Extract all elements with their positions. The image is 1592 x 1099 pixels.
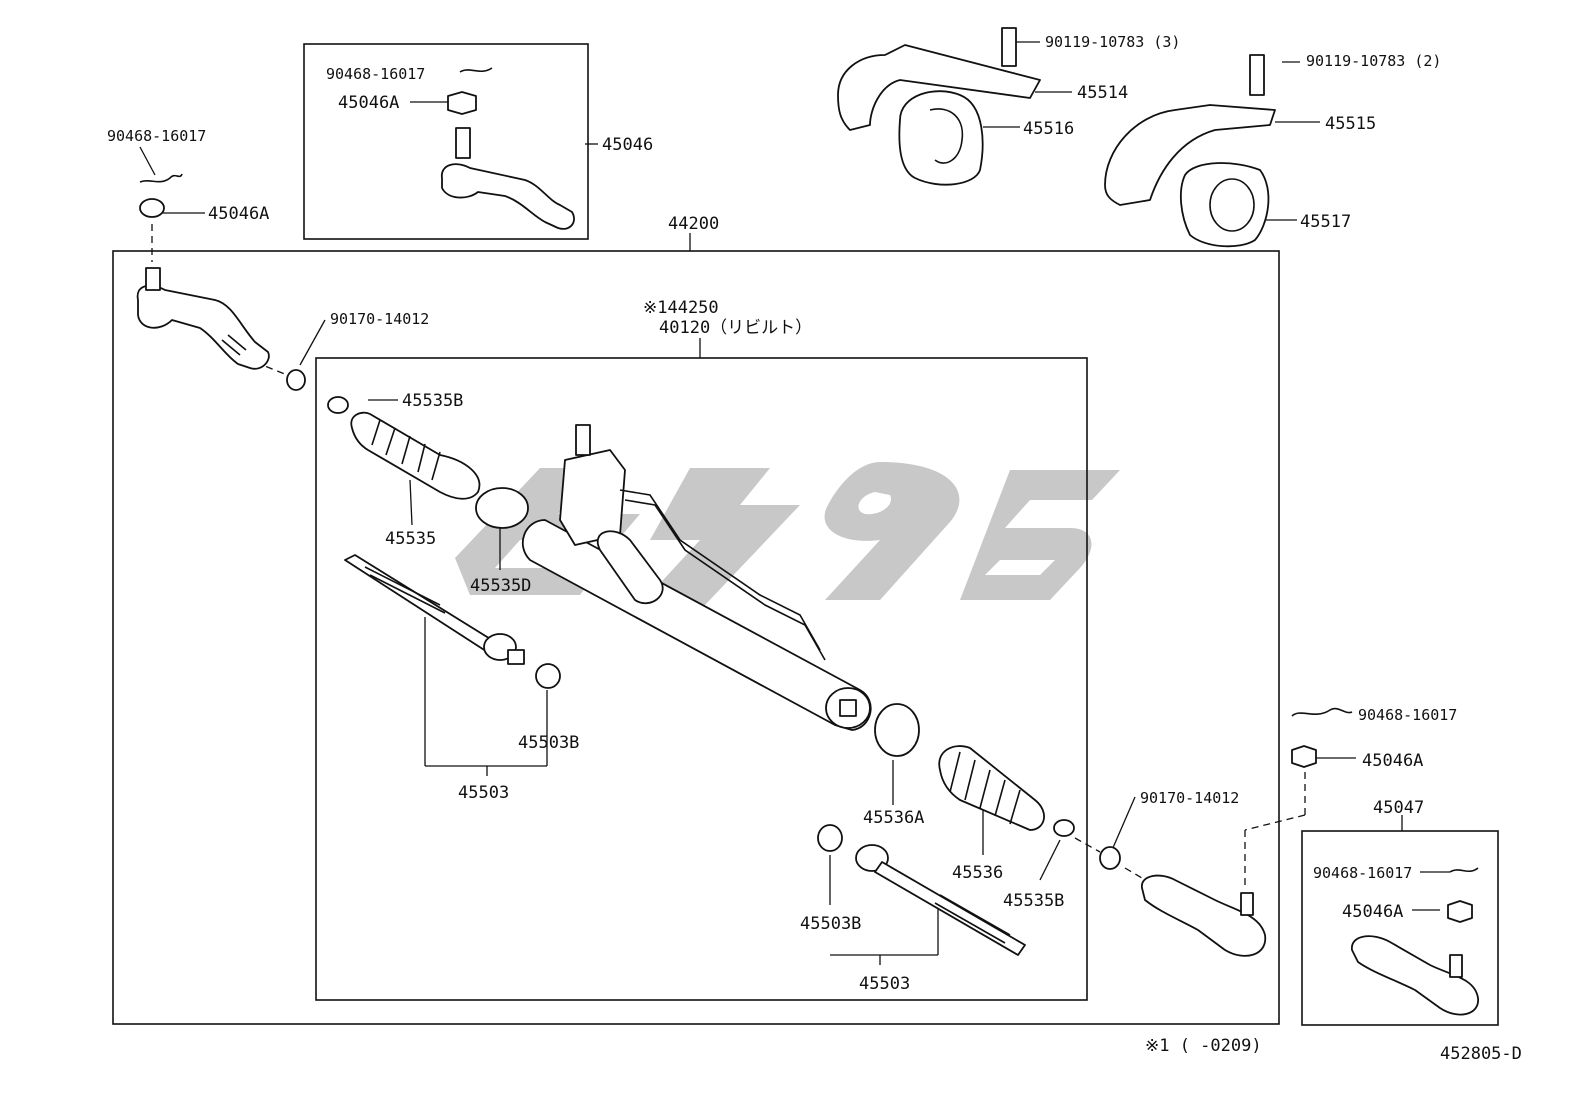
label-45046A-right: 45046A	[1362, 751, 1423, 771]
stabilizer-bracket-1	[837, 27, 1041, 186]
tie-rod-end-left	[136, 173, 270, 370]
label-45536: 45536	[952, 863, 1003, 883]
label-90468-16017-top-left: 90468-16017	[107, 127, 206, 145]
label-45046A-top-left: 45046A	[208, 204, 269, 224]
footnote: ※1 ( -0209)	[1145, 1036, 1262, 1056]
label-90119-10783-3: 90119-10783 (3)	[1045, 33, 1180, 51]
tie-rod-end-right	[1141, 874, 1266, 957]
label-45503B-left: 45503B	[518, 733, 579, 753]
kit-box-45046	[303, 43, 589, 240]
boot-right	[874, 703, 1121, 870]
label-44200: 44200	[668, 214, 719, 234]
label-90170-14012-left: 90170-14012	[330, 310, 429, 328]
assembly-box-44200	[112, 250, 1280, 1025]
label-90468-16017-box2: 90468-16017	[1313, 864, 1412, 882]
kit-box-45047	[1301, 830, 1499, 1026]
label-45535B-right: 45535B	[1003, 891, 1064, 911]
inner-tie-rod-right	[817, 824, 1026, 956]
label-90119-10783-2: 90119-10783 (2)	[1306, 52, 1441, 70]
assembly-box-40120	[315, 357, 1088, 1001]
stabilizer-bracket-2	[1104, 54, 1276, 248]
label-45047: 45047	[1373, 798, 1424, 818]
label-45503B-right: 45503B	[800, 914, 861, 934]
steering-rack-housing	[521, 424, 872, 731]
label-45535B-left: 45535B	[402, 391, 463, 411]
boot-left	[286, 369, 529, 529]
label-40120: 40120（リビルト）	[659, 318, 812, 338]
label-45503-left: 45503	[458, 783, 509, 803]
label-45535D: 45535D	[470, 576, 531, 596]
label-45503-right: 45503	[859, 974, 910, 994]
label-45514: 45514	[1077, 83, 1128, 103]
leader-lines	[139, 41, 1450, 965]
label-45536A: 45536A	[863, 808, 924, 828]
label-45515: 45515	[1325, 114, 1376, 134]
label-45516: 45516	[1023, 119, 1074, 139]
label-90170-14012-right: 90170-14012	[1140, 789, 1239, 807]
label-45517: 45517	[1300, 212, 1351, 232]
tie-rod-end-kit-45047	[1351, 867, 1479, 1016]
label-45046: 45046	[602, 135, 653, 155]
cotter-pin-right	[1291, 707, 1353, 768]
inner-tie-rod-left	[344, 554, 561, 689]
tie-rod-end-kit-45046	[441, 67, 575, 230]
label-144250: ※144250	[643, 298, 719, 318]
diagram-code: 452805-D	[1440, 1044, 1522, 1064]
label-45535: 45535	[385, 529, 436, 549]
label-45046A-box1: 45046A	[338, 93, 399, 113]
label-90468-16017-right: 90468-16017	[1358, 706, 1457, 724]
label-45046A-box2: 45046A	[1342, 902, 1403, 922]
label-90468-16017-box1: 90468-16017	[326, 65, 425, 83]
